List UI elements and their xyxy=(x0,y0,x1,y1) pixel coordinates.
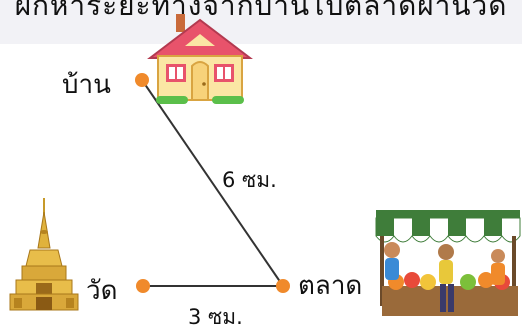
route-diagram xyxy=(9,14,521,316)
node-market xyxy=(276,279,290,293)
node-home xyxy=(135,73,149,87)
temple-icon xyxy=(9,198,79,311)
distance-home-market: 6 ซม. xyxy=(222,168,277,192)
label-home: บ้าน xyxy=(62,70,111,100)
label-temple: วัด xyxy=(86,276,118,306)
house-icon xyxy=(147,14,253,104)
distance-temple-market: 3 ซม. xyxy=(188,305,243,329)
market-stall-icon xyxy=(375,210,521,316)
node-temple xyxy=(136,279,150,293)
header-text: ฝึกหาระยะทางจากบ้านไปตลาดผ่านวัด xyxy=(14,0,508,22)
header-band xyxy=(0,0,522,44)
label-market: ตลาด xyxy=(298,271,363,301)
route-home-market xyxy=(141,79,284,287)
